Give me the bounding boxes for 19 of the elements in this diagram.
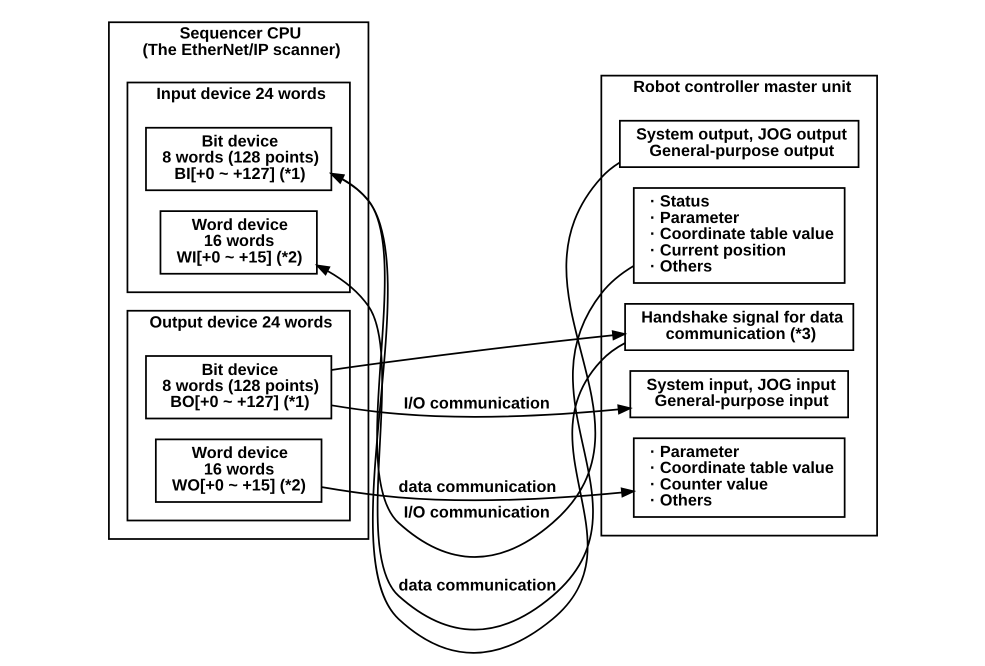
node-box: System input, JOG input General-purpose input xyxy=(628,370,848,418)
node-box: Bit device 8 words (128 points) BI[+0 ~ +127] (*1) xyxy=(144,126,332,192)
node-box: System output, JOG output General-purpose output xyxy=(618,120,859,168)
arrow xyxy=(330,404,632,418)
node-box: Word device 16 words WO[+0 ~ +15] (*2) xyxy=(154,438,322,503)
node-box: · Status · Parameter · Coordinate table value · Current position · Others xyxy=(632,187,846,284)
node-box: Handshake signal for data communication (*3) xyxy=(624,302,854,352)
edge-label: I/O communication xyxy=(403,394,550,412)
arrow xyxy=(328,162,620,558)
edge-label: data communication xyxy=(398,576,556,594)
arrow xyxy=(328,172,625,654)
arrow xyxy=(314,264,634,630)
edge-label: data communication xyxy=(398,478,556,496)
arrow xyxy=(330,330,627,371)
node-box: · Parameter · Coordinate table value · Counter value · Others xyxy=(632,437,846,518)
node-box: Word device 16 words WI[+0 ~ +15] (*2) xyxy=(159,210,318,275)
edge-label: I/O communication xyxy=(403,503,550,522)
node-box: Bit device 8 words (128 points) BO[+0 ~ +127] (*1) xyxy=(144,355,332,420)
arrow xyxy=(321,486,636,502)
